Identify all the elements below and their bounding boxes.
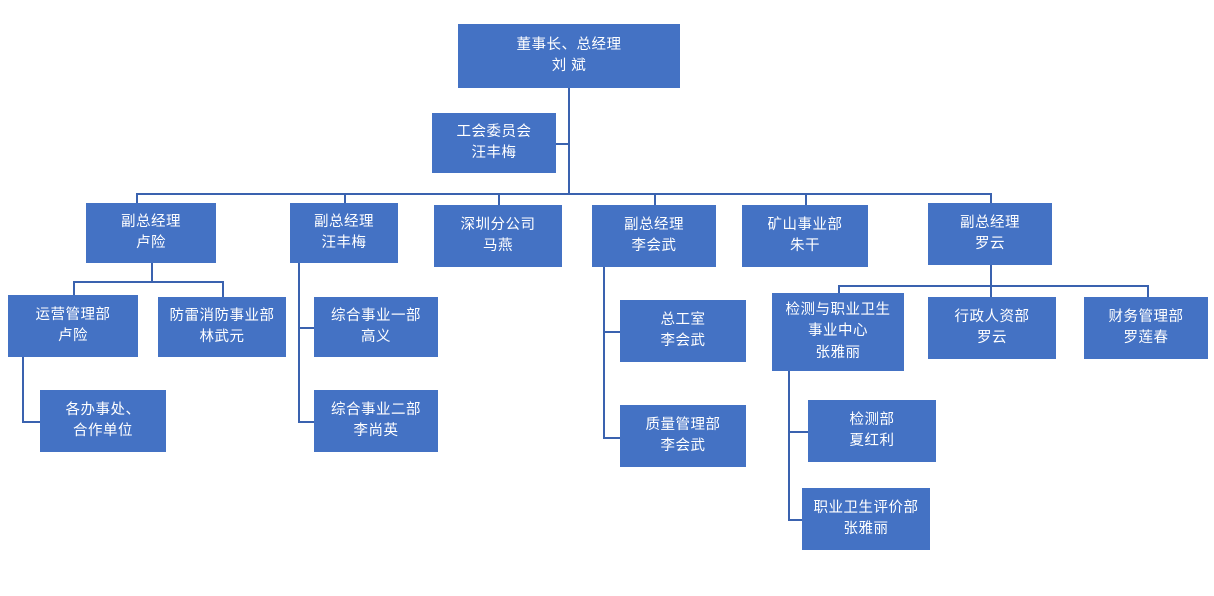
connector-drop-xingzheng <box>990 285 992 299</box>
org-node-person: 卢险 <box>58 328 88 344</box>
org-node-n11[interactable]: 综合事业一部高义 <box>314 297 438 357</box>
org-node-title: 各办事处、 <box>65 401 141 418</box>
connector-drop-kuangshan <box>805 193 807 207</box>
org-node-title: 深圳分公司 <box>460 216 536 233</box>
org-node-person: 李会武 <box>631 238 677 254</box>
connector-drop-vp-luoyun <box>990 193 992 205</box>
org-node-title: 职业卫生评价部 <box>813 499 919 516</box>
org-node-person: 张雅丽 <box>815 344 861 361</box>
org-node-person: 刘 斌 <box>551 58 587 74</box>
connector-drop-vp-lihuiwu <box>654 193 656 207</box>
org-node-n17[interactable]: 行政人资部罗云 <box>928 297 1056 359</box>
org-node-person: 卢险 <box>136 235 166 251</box>
org-node-n2[interactable]: 工会委员会汪丰梅 <box>432 113 556 173</box>
org-node-person: 朱干 <box>790 238 820 254</box>
org-node-n20[interactable]: 职业卫生评价部张雅丽 <box>802 488 930 550</box>
org-node-n1[interactable]: 董事长、总经理刘 斌 <box>458 24 680 88</box>
connector-zonghe1-elbow <box>298 327 316 329</box>
org-node-person: 罗云 <box>975 236 1005 252</box>
connector-drop-jiance-zhongxin <box>838 285 840 295</box>
org-node-n13[interactable]: 综合事业二部李尚英 <box>314 390 438 452</box>
org-node-person: 李尚英 <box>353 423 399 439</box>
org-node-n12[interactable]: 各办事处、合作单位 <box>40 390 166 452</box>
org-node-title: 副总经理 <box>121 213 181 230</box>
org-node-title: 综合事业二部 <box>331 401 421 418</box>
org-node-person: 夏红利 <box>849 433 895 449</box>
org-node-title: 财务管理部 <box>1108 308 1184 325</box>
connector-luxian-down <box>151 263 153 281</box>
org-node-person: 汪丰梅 <box>321 235 367 251</box>
org-node-title: 运营管理部 <box>35 306 111 323</box>
org-node-title: 副总经理 <box>314 213 374 230</box>
org-node-n14[interactable]: 总工室李会武 <box>620 300 746 362</box>
connector-luoyun-bus <box>838 285 1148 287</box>
org-node-person: 罗莲春 <box>1123 330 1169 346</box>
connector-wangfengmei-down <box>298 263 300 423</box>
org-node-n18[interactable]: 财务管理部罗莲春 <box>1084 297 1208 359</box>
org-node-n4[interactable]: 副总经理汪丰梅 <box>290 203 398 263</box>
connector-level1-bus <box>136 193 990 195</box>
connector-trunk-to-bus <box>568 143 570 195</box>
connector-luoyun-down <box>990 265 992 285</box>
org-node-person: 林武元 <box>199 329 245 345</box>
org-node-title: 矿山事业部 <box>767 216 843 233</box>
connector-drop-caiwu <box>1147 285 1149 299</box>
connector-jiancebu-elbow <box>788 431 810 433</box>
org-node-n9[interactable]: 运营管理部卢险 <box>8 295 138 357</box>
connector-yunying-down <box>22 357 24 421</box>
connector-drop-shenzhen <box>498 193 500 207</box>
connector-drop-yunying <box>73 281 75 297</box>
org-node-title: 综合事业一部 <box>331 307 421 324</box>
org-node-person: 张雅丽 <box>843 521 889 537</box>
org-node-n6[interactable]: 副总经理李会武 <box>592 205 716 267</box>
org-node-title: 检测部 <box>849 411 895 428</box>
org-node-title: 行政人资部 <box>954 308 1030 325</box>
org-node-title: 副总经理 <box>624 216 684 233</box>
org-node-person: 汪丰梅 <box>471 145 517 161</box>
org-node-title: 总工室 <box>660 311 706 328</box>
connector-zhiliang-elbow <box>603 437 622 439</box>
connector-lihuiwu-down <box>603 267 605 437</box>
org-node-n8[interactable]: 副总经理罗云 <box>928 203 1052 265</box>
connector-zonghe2-elbow <box>298 421 316 423</box>
connector-trunk-ceo-down <box>568 88 570 193</box>
org-node-n3[interactable]: 副总经理卢险 <box>86 203 216 263</box>
org-node-title: 质量管理部 <box>645 416 721 433</box>
org-node-n16[interactable]: 检测与职业卫生事业中心张雅丽 <box>772 293 904 371</box>
connector-drop-vp-luxian <box>136 193 138 205</box>
connector-drop-fanglei <box>222 281 224 299</box>
connector-zonggongshi-elbow <box>603 331 622 333</box>
connector-jiance-zhongxin-down <box>788 371 790 521</box>
org-node-n19[interactable]: 检测部夏红利 <box>808 400 936 462</box>
org-node-person: 事业中心 <box>808 323 868 340</box>
org-node-person: 合作单位 <box>73 423 133 439</box>
connector-union-stub-horizontal <box>556 143 570 145</box>
org-node-person: 李会武 <box>660 333 706 349</box>
connector-zhiyeweisheng-elbow <box>788 519 804 521</box>
org-node-n7[interactable]: 矿山事业部朱干 <box>742 205 868 267</box>
connector-yunying-elbow <box>22 421 42 423</box>
connector-luxian-bus <box>73 281 222 283</box>
org-node-title: 检测与职业卫生 <box>785 302 891 319</box>
org-node-title: 防雷消防事业部 <box>169 307 275 324</box>
org-node-title: 副总经理 <box>960 214 1020 231</box>
org-node-title: 工会委员会 <box>456 123 532 140</box>
org-node-person: 罗云 <box>977 330 1007 346</box>
org-node-person: 马燕 <box>483 238 513 254</box>
org-node-title: 董事长、总经理 <box>516 36 622 53</box>
connector-drop-vp-wangfengmei <box>344 193 346 205</box>
org-node-n15[interactable]: 质量管理部李会武 <box>620 405 746 467</box>
org-node-n10[interactable]: 防雷消防事业部林武元 <box>158 297 286 357</box>
org-node-person: 高义 <box>361 329 391 345</box>
org-node-n5[interactable]: 深圳分公司马燕 <box>434 205 562 267</box>
org-node-person: 李会武 <box>660 438 706 454</box>
